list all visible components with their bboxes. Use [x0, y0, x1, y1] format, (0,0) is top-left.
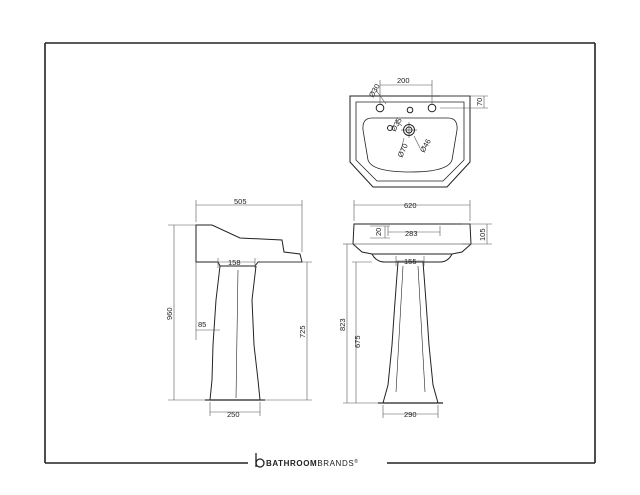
plan-view: [349, 95, 471, 188]
basin-bowl-outline: [362, 117, 458, 173]
overflow-hole: [387, 125, 393, 131]
front-view: [352, 223, 472, 404]
pedestal-front-inner-right: [417, 265, 426, 393]
side-pedestal-height-label: 725: [298, 325, 307, 338]
brand-name-light: BRANDS: [317, 459, 354, 468]
side-foot-depth-label: 250: [227, 410, 240, 419]
tap-hole-centre: [406, 106, 414, 114]
sheet-border: [44, 42, 596, 464]
pedestal-side-outline: [209, 265, 261, 401]
brand-logo: BATHROOMBRANDS®: [255, 453, 359, 468]
brand-registered-mark: ®: [354, 458, 358, 465]
waste-diameter-label: Ø70: [396, 142, 410, 159]
waste-inner-diameter-label: Ø46: [418, 137, 433, 154]
plan-dimensions: [375, 80, 488, 151]
side-pedestal-top-label: 158: [228, 258, 241, 267]
pedestal-front-inner-left: [395, 265, 404, 393]
b-logo-icon: [255, 453, 265, 468]
front-dimensions: [343, 200, 492, 418]
pedestal-front-outline: [382, 261, 439, 404]
front-inset-label: 20: [374, 228, 383, 236]
side-pedestal-offset-label: 85: [198, 320, 206, 329]
side-dimensions: [168, 200, 312, 416]
side-depth-label: 505: [234, 197, 247, 206]
front-width-label: 620: [404, 201, 417, 210]
front-pedestal-top-label: 155: [404, 257, 417, 266]
tap-centres-label: 200: [397, 76, 410, 85]
front-foot-width-label: 290: [404, 410, 417, 419]
side-view: [195, 224, 303, 401]
front-pedestal-height-label: 675: [353, 335, 362, 348]
front-tap-spacing-label: 283: [405, 229, 418, 238]
tap-hole-left: [375, 103, 385, 113]
front-overall-rim-label: 823: [338, 318, 347, 331]
pedestal-side-seam: [235, 269, 239, 399]
basin-side-profile: [195, 224, 303, 267]
side-height-label: 960: [165, 307, 174, 320]
basin-front-underside: [371, 253, 453, 263]
svg-text:BATHROOMBRANDS®: BATHROOMBRANDS®: [266, 458, 359, 468]
overflow-diameter-label: Ø35: [389, 116, 404, 133]
basin-plan-rim: [355, 101, 465, 182]
tap-hole-right: [427, 103, 437, 113]
hole-setback-label: 70: [475, 98, 484, 106]
basin-plan-outline: [349, 95, 471, 188]
front-rim-height-label: 105: [478, 228, 487, 241]
brand-name-bold: BATHROOM: [266, 459, 317, 468]
